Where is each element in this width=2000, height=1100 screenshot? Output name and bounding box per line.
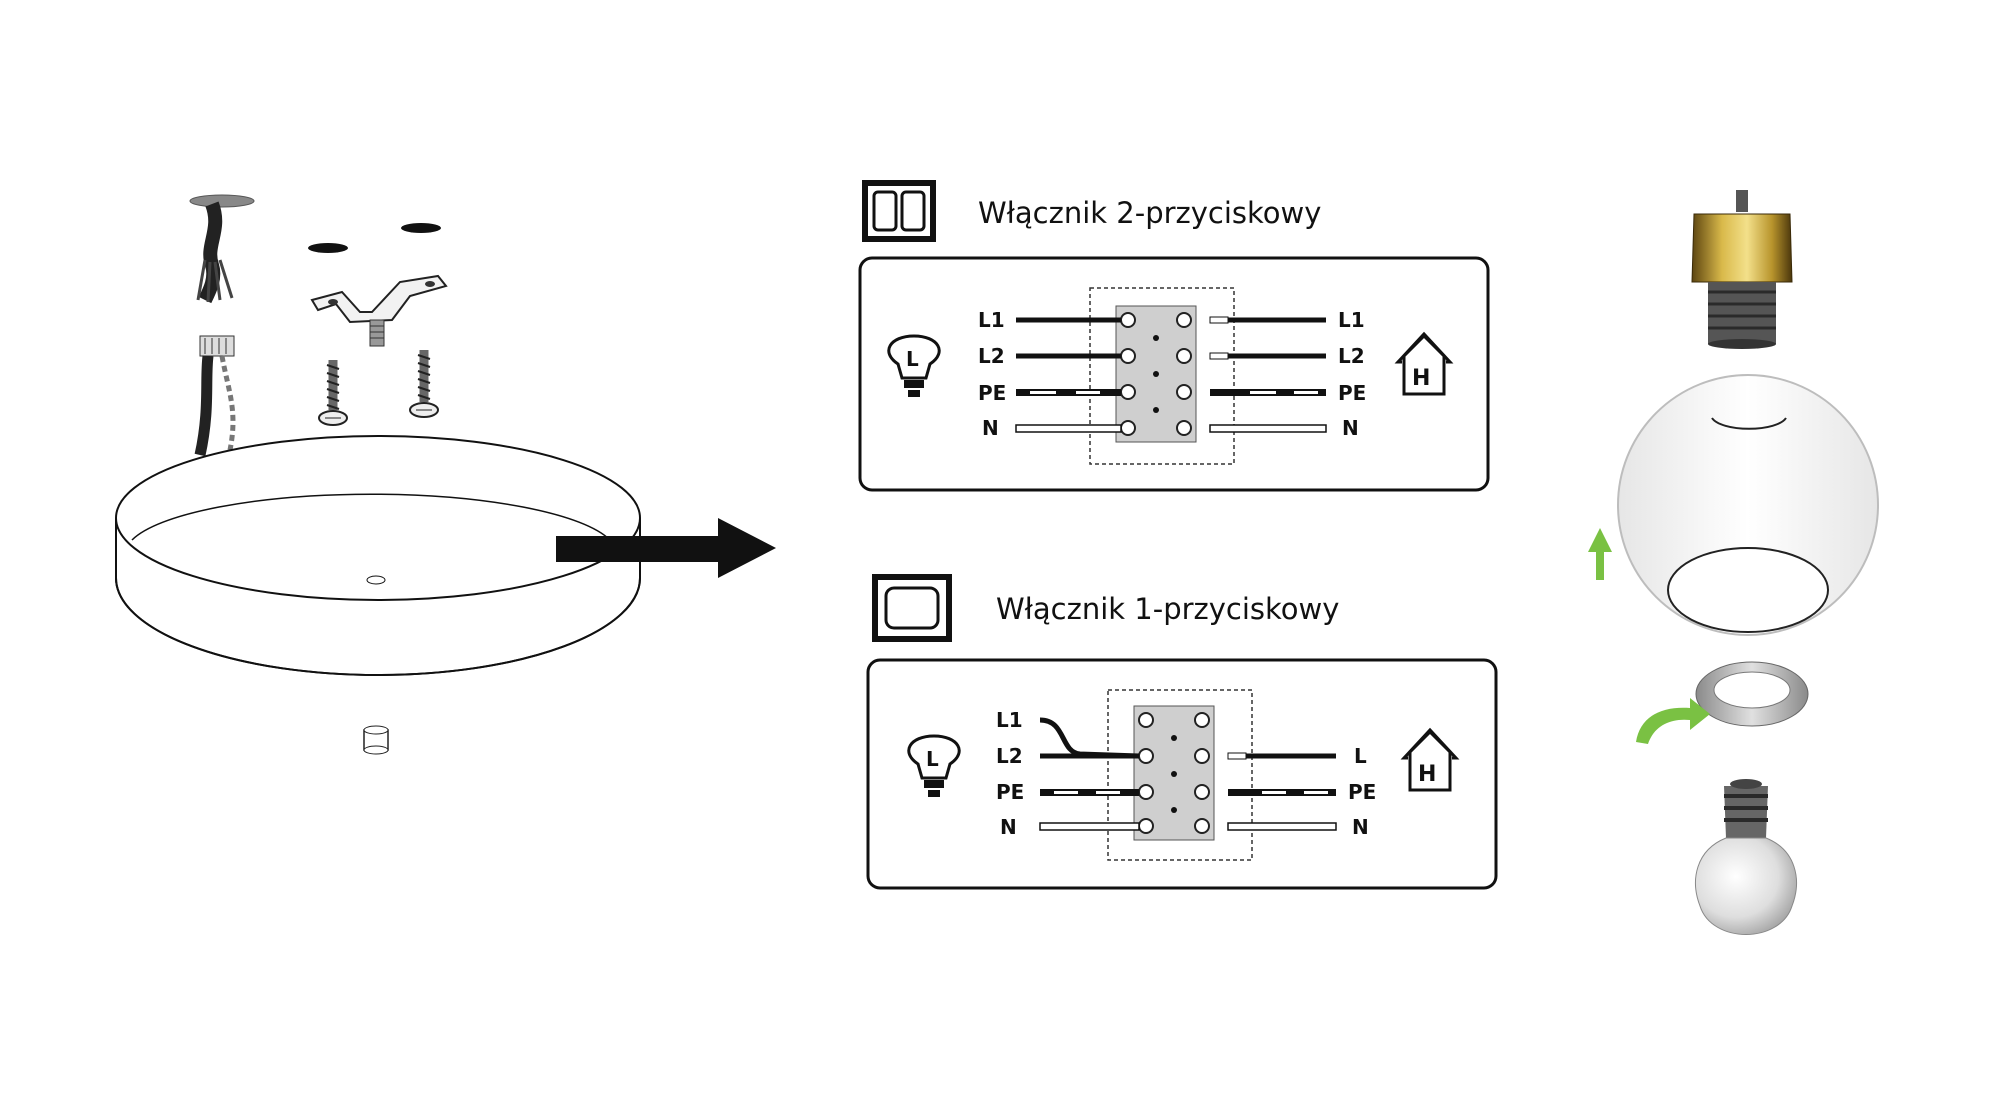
- wiring-box-one-button: L1 L2 PE N L PE N L H: [866, 658, 1498, 890]
- lamp-icon: L: [907, 734, 961, 797]
- ceiling-hole-cable: [189, 194, 255, 304]
- glass-globe: [1617, 374, 1879, 636]
- lock-ring: [1695, 661, 1809, 727]
- label-left-0: L1: [978, 308, 1005, 332]
- switch-two-button-title: Włącznik 2-przyciskowy: [978, 196, 1322, 230]
- label-right-2: PE: [1338, 381, 1366, 405]
- house-symbol: H: [1412, 366, 1430, 391]
- lamp-holder: [1691, 190, 1793, 349]
- house-symbol: H: [1418, 762, 1436, 787]
- screw-icon: [409, 350, 439, 418]
- house-icon: H: [1400, 727, 1460, 792]
- label-right-3: N: [1342, 416, 1359, 440]
- label-left-1: L2: [996, 744, 1023, 768]
- ceiling-canopy: [115, 435, 641, 676]
- terminal-block-wires: [194, 335, 236, 457]
- lamp-symbol: L: [926, 747, 939, 771]
- arrow-up-icon: [1588, 528, 1612, 580]
- cable-sleeve: [363, 725, 389, 755]
- label-right-1: L2: [1338, 344, 1365, 368]
- label-left-2: PE: [996, 780, 1024, 804]
- terminal-screws: [1120, 312, 1192, 436]
- label-left-2: PE: [978, 381, 1006, 405]
- curved-arrow-icon: [1636, 698, 1710, 744]
- switch-one-button-icon: [872, 574, 952, 642]
- label-left-1: L2: [978, 344, 1005, 368]
- label-right-1: PE: [1348, 780, 1376, 804]
- screw-icon: [318, 360, 348, 426]
- arrow-right-icon: [556, 518, 776, 578]
- mounting-bracket: [310, 274, 448, 347]
- ceiling-dowel-hole-right: [401, 223, 441, 233]
- label-left-3: N: [982, 416, 999, 440]
- label-right-2: N: [1352, 815, 1369, 839]
- label-left-3: N: [1000, 815, 1017, 839]
- house-icon: H: [1394, 331, 1454, 396]
- label-right-0: L1: [1338, 308, 1365, 332]
- label-left-0: L1: [996, 708, 1023, 732]
- lamp-symbol: L: [906, 347, 919, 371]
- switch-one-button-title: Włącznik 1-przyciskowy: [996, 592, 1340, 626]
- label-right-0: L: [1354, 744, 1367, 768]
- light-bulb: [1695, 779, 1797, 935]
- wiring-box-two-button: L1 L2 PE N L1 L2 PE N L H: [858, 256, 1490, 492]
- terminal-screws: [1138, 712, 1210, 834]
- lamp-icon: L: [887, 334, 941, 397]
- switch-two-button-icon: [862, 180, 936, 242]
- ceiling-dowel-hole-left: [308, 243, 348, 253]
